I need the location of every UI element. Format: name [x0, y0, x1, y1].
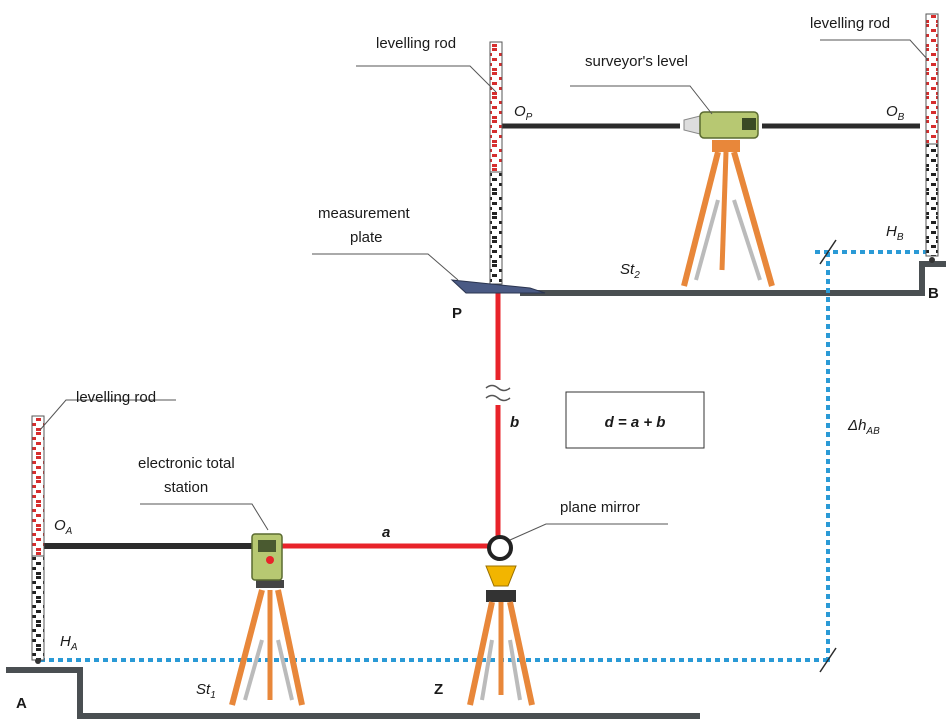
surveyors-level-tripod	[681, 140, 775, 287]
label-measurement-plate-1: measurement	[318, 205, 411, 222]
surveyors-level	[683, 111, 759, 139]
label-point-P: P	[452, 305, 462, 322]
label-O-A: OA	[54, 517, 73, 537]
label-delta-h-AB: ΔhAB	[847, 417, 880, 437]
total-station-tripod	[229, 580, 305, 706]
label-levelling-rod-left: levelling rod	[76, 389, 156, 406]
levelling-rod-left	[31, 415, 45, 664]
label-H-A: HA	[60, 633, 78, 653]
tick-lower	[819, 647, 837, 673]
plane-mirror	[485, 535, 517, 587]
leader-lines	[39, 39, 929, 541]
label-St-1: St1	[196, 681, 216, 701]
tick-upper	[819, 239, 837, 265]
label-levelling-rod-right: levelling rod	[810, 15, 890, 32]
label-seg-a: a	[382, 524, 390, 541]
formula-text: d = a + b	[605, 414, 666, 431]
levelling-rod-middle	[489, 41, 503, 285]
label-H-B: HB	[886, 223, 904, 243]
label-O-B: OB	[886, 103, 905, 123]
ground-left	[6, 667, 700, 719]
label-point-A: A	[16, 695, 27, 712]
formula-box	[565, 391, 705, 449]
label-total-station-1: electronic total	[138, 455, 235, 472]
electronic-total-station	[251, 533, 283, 581]
label-point-B: B	[928, 285, 939, 302]
mirror-tripod	[467, 590, 535, 706]
label-measurement-plate-2: plate	[350, 229, 383, 246]
label-plane-mirror: plane mirror	[560, 499, 640, 516]
break-symbol	[485, 384, 511, 402]
ground-right	[520, 261, 946, 296]
label-point-Z: Z	[434, 681, 443, 698]
label-surveyors-level: surveyor's level	[585, 53, 688, 70]
measurement-plate	[450, 279, 546, 294]
levelling-rod-right	[925, 13, 939, 263]
label-O-P: OP	[514, 103, 533, 123]
label-levelling-rod-middle: levelling rod	[376, 35, 456, 52]
label-seg-b: b	[510, 414, 519, 431]
label-St-2: St2	[620, 261, 640, 281]
label-total-station-2: station	[164, 479, 208, 496]
